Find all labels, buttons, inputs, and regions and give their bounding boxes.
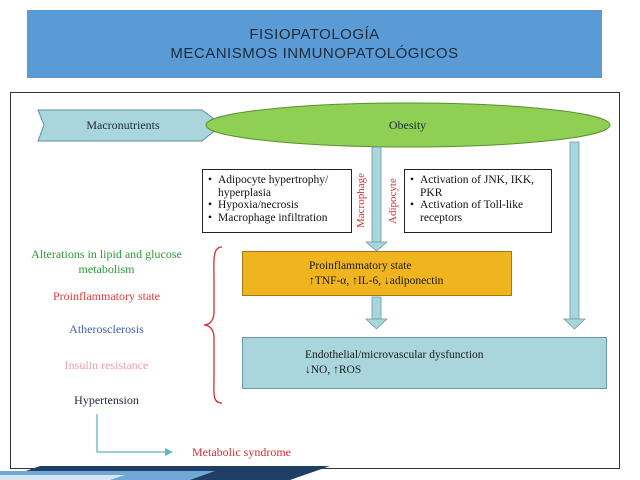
adipocyte-item-hypertrophy: Adipocyte hypertrophy/ hyperplasia xyxy=(208,174,346,199)
decorative-chevron-banner xyxy=(0,466,330,480)
arrow-obesity-to-proinflammatory xyxy=(364,146,389,252)
proinflammatory-state-box: Proinflammatory state ↑TNF-α, ↑IL-6, ↓ad… xyxy=(242,251,512,296)
obesity-ellipse xyxy=(205,102,611,148)
label-hypertension: Hypertension xyxy=(74,393,139,407)
adipocyte-item-macrophage: Macrophage infiltration xyxy=(208,212,346,225)
label-proinflammatory: Proinflammatory state xyxy=(53,289,160,303)
left-brace xyxy=(203,246,223,404)
slide-title-line1: FISIOPATOLOGÍA xyxy=(249,26,380,43)
metabolic-syndrome-label: Metabolic syndrome xyxy=(192,445,291,459)
label-insulin-resistance: Insulin resistance xyxy=(64,358,149,372)
macrophage-vertical-label: Macrophage xyxy=(355,173,367,229)
obesity-label: Obesity xyxy=(388,117,427,132)
slide-title-line2: MECANISMOS INMUNOPATOLÓGICOS xyxy=(170,45,459,62)
arrow-proinflammatory-to-endothelial xyxy=(365,296,388,330)
activation-item-jnk: Activation of JNK, IKK, PKR xyxy=(410,174,546,199)
label-atherosclerosis: Atherosclerosis xyxy=(69,322,144,336)
label-lipid-glucose: Alterations in lipid and glucose metabol… xyxy=(31,247,182,276)
activation-item-toll: Activation of Toll-like receptors xyxy=(410,199,546,224)
proinflammatory-detail: ↑TNF-α, ↑IL-6, ↓adiponectin xyxy=(309,274,444,287)
endothelial-dysfunction-box: Endothelial/microvascular dysfunction ↓N… xyxy=(242,337,607,389)
metabolic-syndrome-arrow xyxy=(96,414,173,456)
endothelial-detail: ↓NO, ↑ROS xyxy=(305,364,362,376)
proinflammatory-title: Proinflammatory state xyxy=(309,259,412,272)
endothelial-title: Endothelial/microvascular dysfunction xyxy=(305,349,484,361)
slide-title-banner: FISIOPATOLOGÍA MECANISMOS INMUNOPATOLÓGI… xyxy=(27,10,602,78)
macronutrients-label: Macronutrients xyxy=(86,117,160,132)
activation-pathways-box: Activation of JNK, IKK, PKR Activation o… xyxy=(404,169,552,233)
macronutrients-arrow xyxy=(37,109,223,142)
adipocyte-item-hypoxia: Hypoxia/necrosis xyxy=(208,199,346,212)
adipocyte-vertical-label: Adipocyte xyxy=(387,178,399,224)
adipocyte-changes-box: Adipocyte hypertrophy/ hyperplasia Hypox… xyxy=(202,169,352,233)
arrow-obesity-to-endothelial xyxy=(563,141,586,330)
